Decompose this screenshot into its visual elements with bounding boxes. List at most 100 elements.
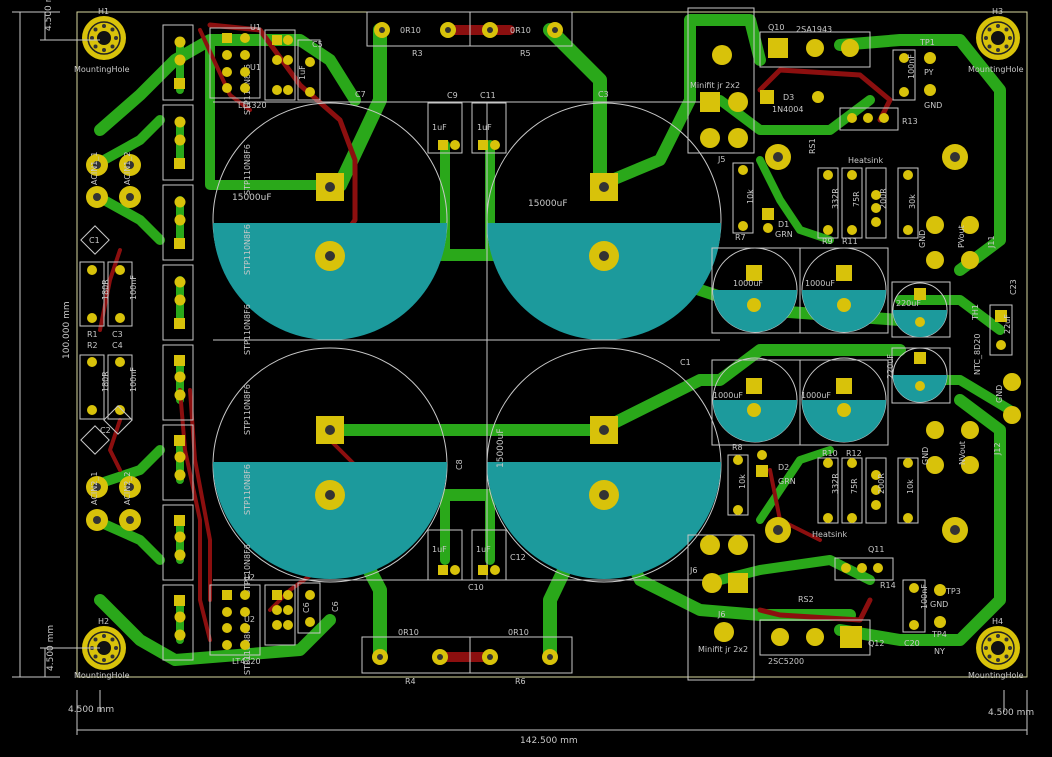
c5-ref: C5: [312, 40, 323, 49]
c20-ref: C20: [904, 639, 920, 648]
tp4-label: TP4: [931, 630, 947, 639]
r4-ref: R4: [405, 677, 416, 686]
r11-ref: R11: [842, 237, 858, 246]
acin1-2-label: ACIN1_2: [123, 152, 132, 185]
c23-ref: C23: [1009, 279, 1018, 295]
r200-1: 200R: [879, 188, 888, 209]
ny-label: NY: [934, 647, 945, 656]
q-top-value: 2SA1943: [796, 25, 832, 34]
th1-value: NTC_8D20: [973, 334, 982, 375]
cap-c17: 220uF: [891, 281, 951, 338]
cap-c14: 1000uF: [799, 247, 889, 334]
r2-ref: R2: [87, 341, 98, 350]
q-bot-ref: Q12: [868, 639, 884, 648]
r3-ref: R3: [412, 49, 423, 58]
j5-value: Minifit jr 2x2: [690, 81, 740, 90]
cap-c8-ref: C8: [455, 459, 464, 470]
gnd-label-1: GND: [924, 101, 942, 110]
gnd-label-2: GND: [918, 230, 927, 248]
c19-value: 100nF: [907, 54, 916, 79]
inset-bottom-right-dimension: 4.500 mm: [988, 708, 1034, 718]
c18-value: 220uF: [886, 354, 895, 379]
u2-value: LT4320: [232, 657, 261, 666]
c9-value: 1uF: [432, 123, 447, 132]
c13-value: 1000uF: [733, 279, 763, 288]
r1-value: 180R: [101, 279, 110, 300]
j6-value: Minifit jr 2x2: [698, 645, 748, 654]
th1-ref: TH1: [971, 304, 980, 321]
r10k-4: 10k: [906, 479, 915, 494]
c16-value: 1000uF: [801, 391, 831, 400]
j6-ref-2: J6: [689, 566, 697, 575]
u1-ref-2: U1: [250, 63, 261, 72]
inset-bl-dimension: 4.500 mm: [46, 625, 56, 671]
c15-value: 1000uF: [713, 391, 743, 400]
r10k-2: 10k: [738, 474, 747, 489]
gnd-label-3: GND: [995, 385, 1004, 403]
left-inputs: ACIN1_1 ACIN1_2 ACIN2_1 ACIN2_2 180R 100…: [79, 152, 141, 531]
r10k-1: 10k: [746, 189, 755, 204]
mosfet-label: STP110N8F6: [243, 464, 252, 515]
width-dimension: 142.500 mm: [520, 736, 578, 746]
c3-value: 100nF: [129, 275, 138, 300]
cap-c16: 1000uF: [799, 357, 889, 446]
c5-value: 1uF: [298, 65, 307, 80]
acin1-1-label: ACIN1_1: [90, 152, 99, 185]
r2-value: 180R: [101, 371, 110, 392]
cap-c8: C8: [212, 347, 464, 583]
mounting-hole-label: MountingHole: [74, 671, 130, 680]
resistors-top: 0R10 R3 0R10 R5: [366, 11, 573, 58]
mosfet-label: STP110N8F6: [243, 224, 252, 275]
cap-c18: 220uF: [886, 347, 951, 404]
c9-ref: C9: [447, 91, 458, 100]
r9-ref: R9: [822, 237, 833, 246]
cap-c7-value: 15000uF: [232, 193, 272, 203]
cap-c15: 1000uF: [711, 357, 801, 446]
grn1-label: GRN: [775, 230, 793, 239]
q-bot-value: 2SC5200: [768, 657, 804, 666]
mounting-hole-label: MountingHole: [74, 65, 130, 74]
d3-ref: D3: [783, 93, 794, 102]
c20-value: 100nF: [920, 584, 929, 609]
pvout-label: PVout: [957, 225, 966, 248]
mounting-hole-ref: H1: [98, 7, 109, 16]
mosfet-label: STP110N8F6: [243, 544, 252, 595]
mosfet-label: STP110N8F6: [243, 304, 252, 355]
tp3-label: TP3: [945, 587, 961, 596]
q11-ref: Q11: [868, 545, 884, 554]
mounting-hole-ref: H4: [992, 617, 1003, 626]
gnd-label-5: GND: [930, 600, 948, 609]
nvout-label: NVout: [958, 441, 967, 465]
cap-c1-value: 15000uF: [496, 428, 506, 468]
c3-ref: C3: [112, 330, 123, 339]
c4-ref: C4: [112, 341, 123, 350]
r12-ref: R12: [846, 449, 862, 458]
d2-ref: C2: [100, 426, 111, 435]
cap-c7-ref: C7: [355, 90, 366, 99]
d3-value: 1N4004: [772, 105, 803, 114]
j11-label: J11: [987, 235, 996, 249]
c10-value: 1uF: [432, 545, 447, 554]
acin2-2-label: ACIN2_2: [123, 472, 132, 505]
r75-1: 75R: [852, 191, 861, 207]
inset-tl-dimension: 4.500 mm: [44, 0, 54, 31]
c14-value: 1000uF: [805, 279, 835, 288]
mosfet-q6: STP110N8F6: [162, 424, 252, 515]
c12-value: 1uF: [476, 545, 491, 554]
small-caps-mid: C9 C11 1uF 1uF 1uF 1uF C10 C12: [427, 91, 526, 592]
back-tracks: [98, 22, 893, 662]
mosfet-q2: STP110N8F6: [162, 104, 252, 195]
mosfet-label: STP110N8F6: [243, 384, 252, 435]
r10-ref: R10: [822, 449, 838, 458]
resistors-bottom: 0R10 R4 0R10 R6: [361, 628, 573, 686]
u2-ref-2: U2: [244, 615, 255, 624]
right-section: Minifit jr 2x2 J5 Minifit jr 2x2 J6 J6 2…: [687, 7, 1021, 681]
rs2-label: RS2: [798, 595, 814, 604]
d1-ref: C1: [89, 236, 100, 245]
hs2-label: Heatsink: [812, 530, 847, 539]
c10-ref: C10: [468, 583, 484, 592]
j6-ref: J6: [717, 610, 725, 619]
grn2-label: GRN: [778, 477, 796, 486]
